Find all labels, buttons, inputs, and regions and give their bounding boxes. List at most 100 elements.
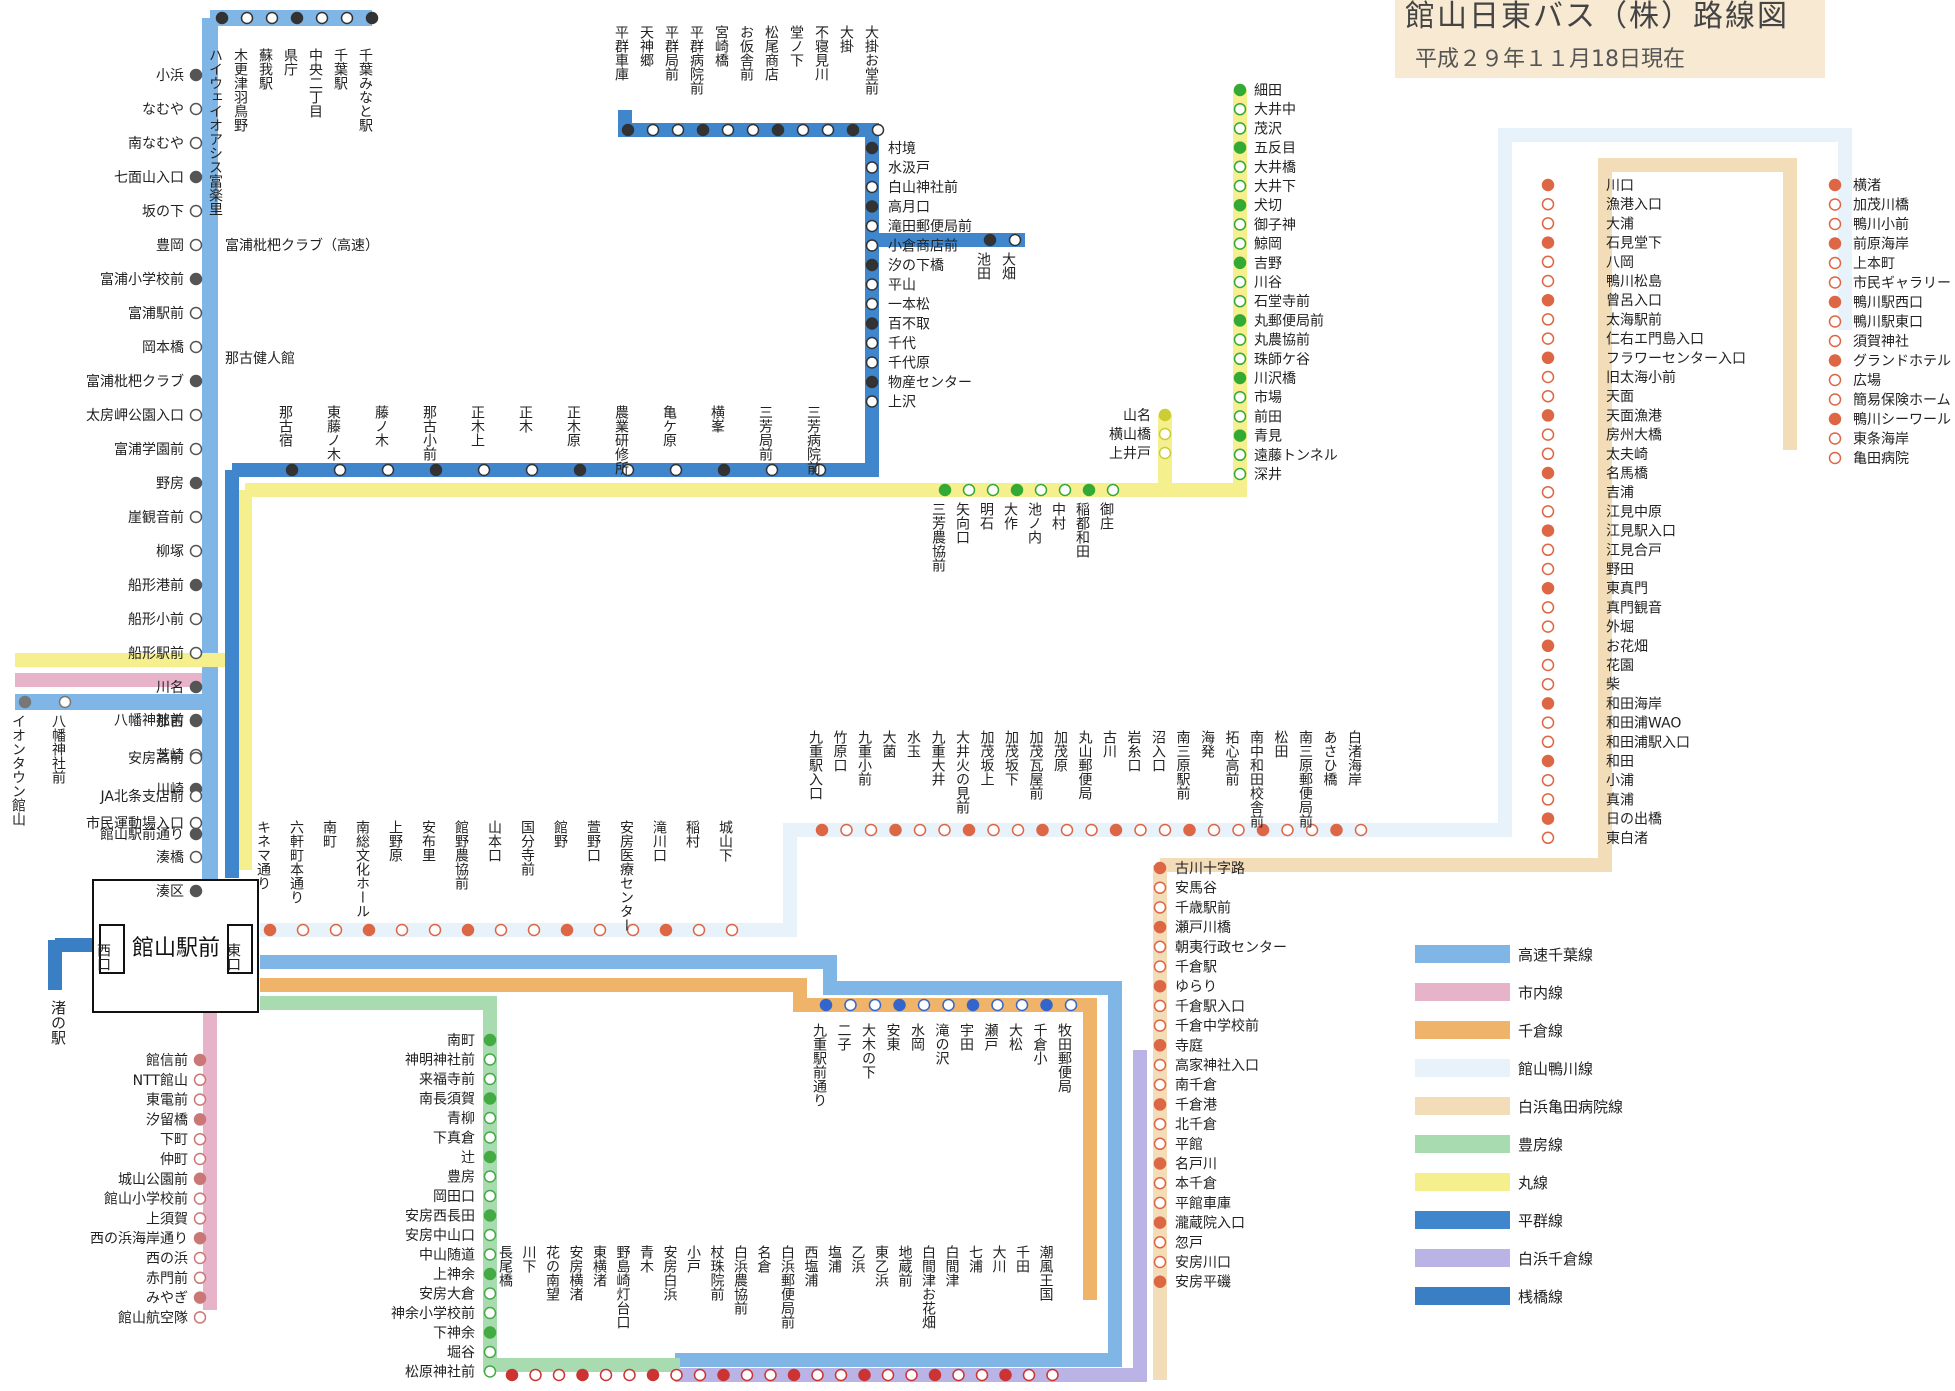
bus-stop-marker[interactable] bbox=[576, 1368, 589, 1382]
bus-stop-marker[interactable] bbox=[1541, 581, 1555, 595]
bus-stop-marker[interactable] bbox=[811, 1368, 824, 1382]
bus-stop-marker[interactable] bbox=[646, 123, 660, 137]
bus-stop-marker[interactable] bbox=[1541, 773, 1555, 787]
bus-stop-marker[interactable] bbox=[1828, 276, 1842, 289]
bus-stop-marker[interactable] bbox=[942, 998, 955, 1012]
bus-stop-marker[interactable] bbox=[865, 180, 879, 194]
bus-stop-marker[interactable] bbox=[1046, 1368, 1059, 1382]
bus-stop-marker[interactable] bbox=[1281, 823, 1294, 837]
bus-stop-marker[interactable] bbox=[483, 1150, 497, 1164]
bus-stop-marker[interactable] bbox=[1153, 999, 1167, 1013]
bus-stop-marker[interactable] bbox=[696, 123, 710, 137]
bus-stop-marker[interactable] bbox=[692, 923, 706, 937]
bus-stop-marker[interactable] bbox=[189, 612, 203, 626]
bus-stop-marker[interactable] bbox=[1153, 940, 1167, 954]
bus-stop-marker[interactable] bbox=[193, 1291, 207, 1304]
bus-stop-marker[interactable] bbox=[189, 306, 203, 320]
bus-stop-marker[interactable] bbox=[1541, 332, 1555, 345]
bus-stop-marker[interactable] bbox=[1158, 446, 1172, 460]
bus-stop-marker[interactable] bbox=[962, 483, 976, 497]
bus-stop-marker[interactable] bbox=[865, 278, 879, 291]
bus-stop-marker[interactable] bbox=[1828, 237, 1842, 250]
bus-stop-marker[interactable] bbox=[483, 1248, 497, 1261]
bus-stop-marker[interactable] bbox=[1541, 697, 1555, 710]
bus-stop-marker[interactable] bbox=[623, 1368, 636, 1382]
bus-stop-marker[interactable] bbox=[864, 823, 878, 837]
bus-stop-marker[interactable] bbox=[1541, 677, 1555, 691]
bus-stop-marker[interactable] bbox=[1233, 352, 1247, 366]
bus-stop-marker[interactable] bbox=[1233, 179, 1247, 193]
bus-stop-marker[interactable] bbox=[215, 11, 229, 25]
bus-stop-marker[interactable] bbox=[189, 238, 203, 252]
bus-stop-marker[interactable] bbox=[1153, 1157, 1167, 1170]
bus-stop-marker[interactable] bbox=[1153, 1019, 1167, 1032]
bus-stop-marker[interactable] bbox=[193, 1053, 207, 1067]
bus-stop-marker[interactable] bbox=[865, 161, 879, 174]
bus-stop-marker[interactable] bbox=[1060, 823, 1074, 837]
bus-stop-marker[interactable] bbox=[865, 317, 879, 330]
bus-stop-marker[interactable] bbox=[938, 823, 951, 837]
bus-stop-marker[interactable] bbox=[1541, 197, 1555, 211]
bus-stop-marker[interactable] bbox=[1022, 1368, 1036, 1382]
bus-stop-marker[interactable] bbox=[621, 463, 635, 477]
bus-stop-marker[interactable] bbox=[189, 751, 203, 765]
bus-stop-marker[interactable] bbox=[646, 1368, 660, 1382]
bus-stop-marker[interactable] bbox=[765, 463, 779, 477]
bus-stop-marker[interactable] bbox=[1040, 998, 1053, 1012]
bus-stop-marker[interactable] bbox=[1233, 448, 1247, 462]
bus-stop-marker[interactable] bbox=[483, 1053, 497, 1066]
bus-stop-marker[interactable] bbox=[983, 233, 997, 247]
bus-stop-marker[interactable] bbox=[1153, 1039, 1167, 1052]
bus-stop-marker[interactable] bbox=[1233, 198, 1247, 212]
bus-stop-marker[interactable] bbox=[483, 1092, 497, 1105]
bus-stop-marker[interactable] bbox=[483, 1326, 497, 1339]
bus-stop-marker[interactable] bbox=[865, 297, 879, 311]
bus-stop-marker[interactable] bbox=[621, 123, 635, 137]
bus-stop-marker[interactable] bbox=[1541, 505, 1555, 518]
bus-stop-marker[interactable] bbox=[265, 11, 279, 25]
bus-stop-marker[interactable] bbox=[1541, 274, 1555, 288]
bus-stop-marker[interactable] bbox=[746, 123, 760, 137]
bus-stop-marker[interactable] bbox=[1541, 543, 1555, 557]
bus-stop-marker[interactable] bbox=[193, 1251, 207, 1265]
bus-stop-marker[interactable] bbox=[1008, 233, 1022, 247]
bus-stop-marker[interactable] bbox=[1828, 432, 1842, 445]
bus-stop-marker[interactable] bbox=[889, 823, 902, 837]
bus-stop-marker[interactable] bbox=[296, 923, 310, 937]
bus-stop-marker[interactable] bbox=[1541, 313, 1555, 326]
bus-stop-marker[interactable] bbox=[1153, 901, 1167, 914]
bus-stop-marker[interactable] bbox=[1541, 831, 1555, 845]
bus-stop-marker[interactable] bbox=[868, 998, 882, 1012]
bus-stop-marker[interactable] bbox=[1541, 466, 1555, 480]
bus-stop-marker[interactable] bbox=[821, 123, 835, 137]
bus-stop-marker[interactable] bbox=[819, 998, 833, 1012]
bus-stop-marker[interactable] bbox=[193, 1192, 207, 1205]
bus-stop-marker[interactable] bbox=[1064, 998, 1078, 1012]
bus-stop-marker[interactable] bbox=[1541, 524, 1555, 537]
bus-stop-marker[interactable] bbox=[1158, 823, 1172, 837]
bus-stop-marker[interactable] bbox=[1828, 178, 1842, 192]
bus-stop-marker[interactable] bbox=[1153, 1137, 1167, 1151]
bus-stop-marker[interactable] bbox=[193, 1172, 207, 1186]
bus-stop-marker[interactable] bbox=[938, 483, 952, 497]
bus-stop-marker[interactable] bbox=[966, 998, 980, 1012]
bus-stop-marker[interactable] bbox=[1109, 823, 1123, 837]
bus-stop-marker[interactable] bbox=[858, 1368, 871, 1382]
bus-stop-marker[interactable] bbox=[1541, 485, 1555, 499]
bus-stop-marker[interactable] bbox=[865, 336, 879, 350]
bus-stop-marker[interactable] bbox=[905, 1368, 918, 1382]
bus-stop-marker[interactable] bbox=[1541, 447, 1555, 461]
bus-stop-marker[interactable] bbox=[189, 408, 203, 422]
bus-stop-marker[interactable] bbox=[659, 923, 673, 937]
bus-stop-marker[interactable] bbox=[1233, 467, 1247, 481]
bus-stop-marker[interactable] bbox=[189, 680, 203, 694]
bus-stop-marker[interactable] bbox=[1541, 601, 1555, 614]
bus-stop-marker[interactable] bbox=[1828, 373, 1842, 387]
bus-stop-marker[interactable] bbox=[1828, 451, 1842, 465]
bus-stop-marker[interactable] bbox=[865, 141, 879, 155]
bus-stop-marker[interactable] bbox=[834, 1368, 848, 1382]
bus-stop-marker[interactable] bbox=[815, 823, 829, 837]
bus-stop-marker[interactable] bbox=[1330, 823, 1343, 837]
bus-stop-marker[interactable] bbox=[1541, 793, 1555, 806]
bus-stop-marker[interactable] bbox=[1153, 1236, 1167, 1249]
